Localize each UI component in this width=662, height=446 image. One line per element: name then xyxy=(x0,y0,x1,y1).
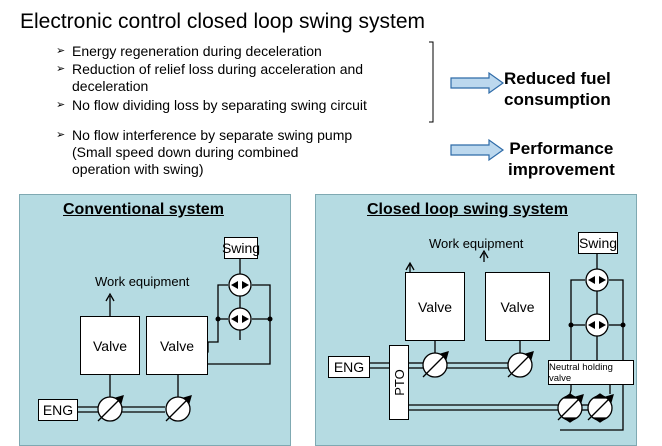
bullet-text: No flow dividing loss by separating swin… xyxy=(72,97,367,113)
result-fuel: Reduced fuel consumption xyxy=(504,68,611,110)
work-equipment-label-closed-loop: Work equipment xyxy=(429,236,524,251)
pto-box: PTO xyxy=(389,345,409,420)
bullet-item-3: ➢ No flow dividing loss by separating sw… xyxy=(56,97,367,114)
arrow-right-icon xyxy=(450,138,505,162)
bullet-continuation: deceleration xyxy=(72,78,149,94)
swing-motor-icon xyxy=(228,268,609,337)
result-performance-line-1: Performance xyxy=(509,139,614,158)
valve-box-1-closed-loop: Valve xyxy=(405,272,465,341)
neutral-holding-valve-box: Neutral holding valve xyxy=(548,360,634,385)
eng-box-closed-loop: ENG xyxy=(328,356,370,378)
bullet-marker: ➢ xyxy=(56,129,66,141)
page-title: Electronic control closed loop swing sys… xyxy=(20,10,426,33)
bullet-marker: ➢ xyxy=(56,63,66,75)
swing-box-closed-loop: Swing xyxy=(578,232,618,254)
bullet-continuation: operation with swing) xyxy=(72,161,204,177)
swing-box-conventional: Swing xyxy=(222,237,260,259)
pto-label: PTO xyxy=(391,369,407,396)
bullet-text: Energy regeneration during deceleration xyxy=(72,43,322,59)
bullet-text: No flow interference by separate swing p… xyxy=(72,127,353,143)
valve-box-2-conventional: Valve xyxy=(146,316,208,375)
header-graphics xyxy=(429,41,505,162)
result-fuel-line-2: consumption xyxy=(504,90,611,109)
bullet-item-1: ➢ Energy regeneration during deceleratio… xyxy=(56,43,322,60)
arrow-right-icon xyxy=(450,71,505,95)
bullet-item-2: ➢ Reduction of relief loss during accele… xyxy=(56,61,364,78)
bullet-text: Reduction of relief loss during accelera… xyxy=(72,61,364,77)
result-performance-line-2: improvement xyxy=(508,160,615,179)
work-equipment-label-conventional: Work equipment xyxy=(95,274,190,289)
valve-box-2-closed-loop: Valve xyxy=(485,272,550,341)
bullet-bracket xyxy=(429,41,434,123)
bullet-marker: ➢ xyxy=(56,45,66,57)
result-fuel-line-1: Reduced fuel xyxy=(504,69,611,88)
panel-title-closed-loop: Closed loop swing system xyxy=(367,201,568,218)
bullet-marker: ➢ xyxy=(56,99,66,111)
variable-pump-icon xyxy=(97,351,614,423)
bullet-item-4: ➢ No flow interference by separate swing… xyxy=(56,127,353,144)
panel-title-conventional: Conventional system xyxy=(63,201,224,218)
eng-box-conventional: ENG xyxy=(38,399,78,421)
bullet-continuation: (Small speed down during combined xyxy=(72,144,299,160)
result-performance: Performance improvement xyxy=(508,138,615,180)
valve-box-1-conventional: Valve xyxy=(80,316,140,375)
